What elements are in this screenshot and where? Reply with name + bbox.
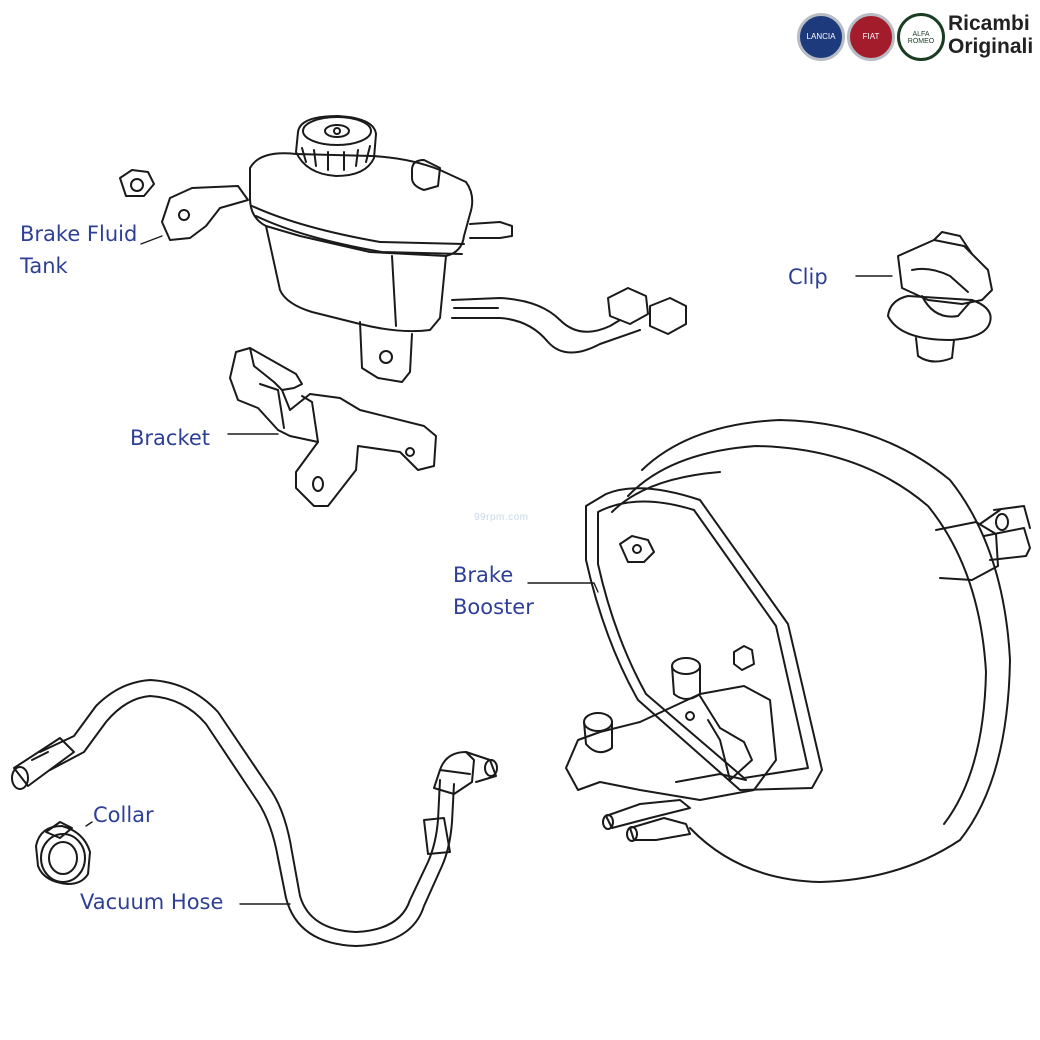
watermark: 99rpm.com <box>474 512 529 523</box>
leader-lines <box>85 235 893 905</box>
lancia-logo: LANCIA <box>797 13 845 61</box>
brake-fluid-tank-drawing <box>119 115 687 383</box>
leader-collar <box>85 821 93 827</box>
label-brake-booster-line-1: Brake <box>453 563 514 587</box>
leader-brake-booster <box>527 582 599 593</box>
brand-line-1: Ricambi <box>948 12 1030 35</box>
clip-drawing <box>887 231 993 363</box>
fiat-logo: FIAT <box>847 13 895 61</box>
alfa-romeo-logo: ALFA ROMEO <box>897 13 945 61</box>
vacuum-hose-drawing <box>11 679 498 947</box>
label-bracket: Bracket <box>130 426 211 450</box>
label-brake-booster-line-2: Booster <box>453 595 534 619</box>
label-brake-fluid-tank-line-2: Tank <box>20 254 68 278</box>
label-brake-fluid-tank-line-1: Brake Fluid <box>20 222 138 246</box>
label-clip: Clip <box>788 265 828 289</box>
collar-drawing <box>35 821 91 885</box>
bracket-drawing <box>229 347 437 507</box>
brand-text: Ricambi Originali <box>948 12 1033 58</box>
label-collar: Collar <box>93 803 154 827</box>
label-vacuum-hose: Vacuum Hose <box>80 890 224 914</box>
brand-line-2: Originali <box>948 35 1034 58</box>
leader-brake-fluid-tank <box>140 235 163 245</box>
brake-booster-drawing <box>565 419 1031 883</box>
